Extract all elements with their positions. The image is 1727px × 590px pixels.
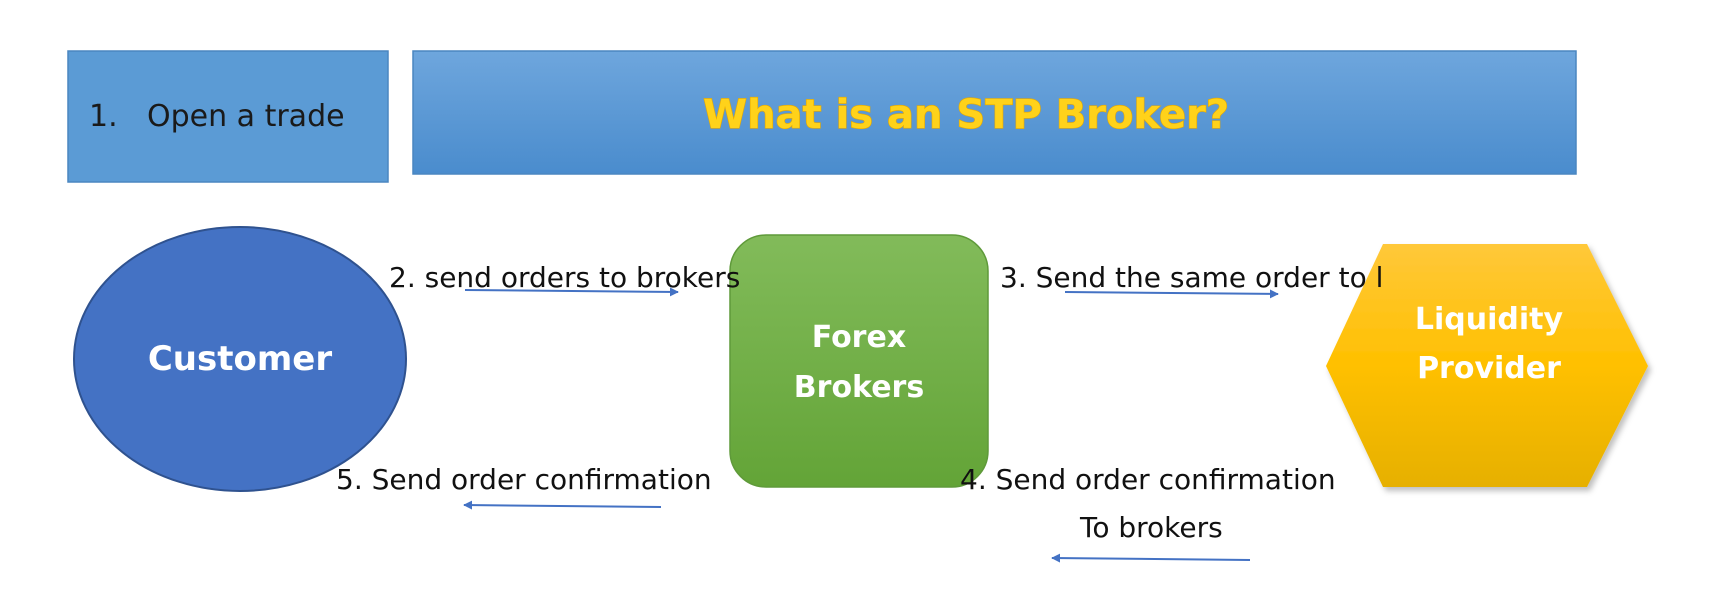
step1-number: 1. [89, 99, 118, 134]
edge-label-step3: 3. Send the same order to l [1000, 261, 1383, 294]
arrow-step3 [1064, 289, 1279, 299]
customer-node [73, 226, 407, 492]
arrow-step2 [464, 287, 679, 297]
arrow-step5 [463, 500, 662, 510]
edge-label-step2: 2. send orders to brokers [389, 261, 740, 294]
brokers-label-line1: Forex [812, 320, 906, 355]
customer-label: Customer [148, 339, 332, 379]
provider-label-line1: Liquidity [1415, 302, 1564, 337]
brokers-node [729, 234, 989, 488]
step1-box [67, 50, 389, 183]
provider-label-line2: Provider [1417, 351, 1561, 386]
edge-label-step4-line2: To brokers [1079, 511, 1223, 544]
arrow-step4 [1051, 553, 1251, 563]
title-banner [412, 50, 1577, 175]
brokers-label-line2: Brokers [794, 370, 924, 405]
edge-label-step5: 5. Send order confirmation [336, 463, 712, 496]
edge-label-step4-line1: 4. Send order confirmation [960, 463, 1336, 496]
provider-node [1326, 244, 1648, 487]
step1-label: Open a trade [147, 99, 345, 134]
page-title: What is an STP Broker? [703, 92, 1229, 138]
